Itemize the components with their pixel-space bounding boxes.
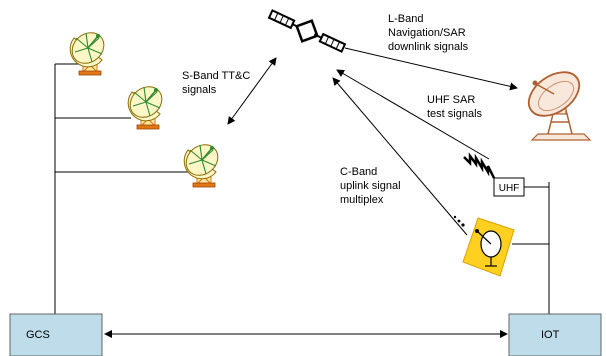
lightning-bolt-icon [463,152,496,179]
uhf-sar-arrow [336,69,490,160]
iot-dish-icon [527,71,592,141]
iot-box [508,313,602,356]
gcs-label: GCS [26,329,50,341]
satellite-dish-icon [179,137,225,188]
gcs-box [9,313,103,356]
uplink-dish-icon [453,215,515,277]
s-band-label: S-Band TT&C signals [182,70,253,96]
l-band-arrow [344,47,518,91]
l-band-label: L-Band Navigation/SAR downlink signals [388,13,469,53]
c-band-arrow [332,77,468,236]
uhf-box [493,177,525,197]
uhf-sar-label: UHF SAR test signals [427,94,483,120]
satellite-dish-icon [123,79,169,130]
s-band-arrow [227,57,277,125]
uhf-box-label: UHF [499,183,520,194]
satellite-dish-icon [65,25,111,76]
iot-label: IOT [541,329,560,341]
c-band-label: C-Band uplink signal multiplex [340,166,404,206]
satellite-icon [267,9,347,53]
